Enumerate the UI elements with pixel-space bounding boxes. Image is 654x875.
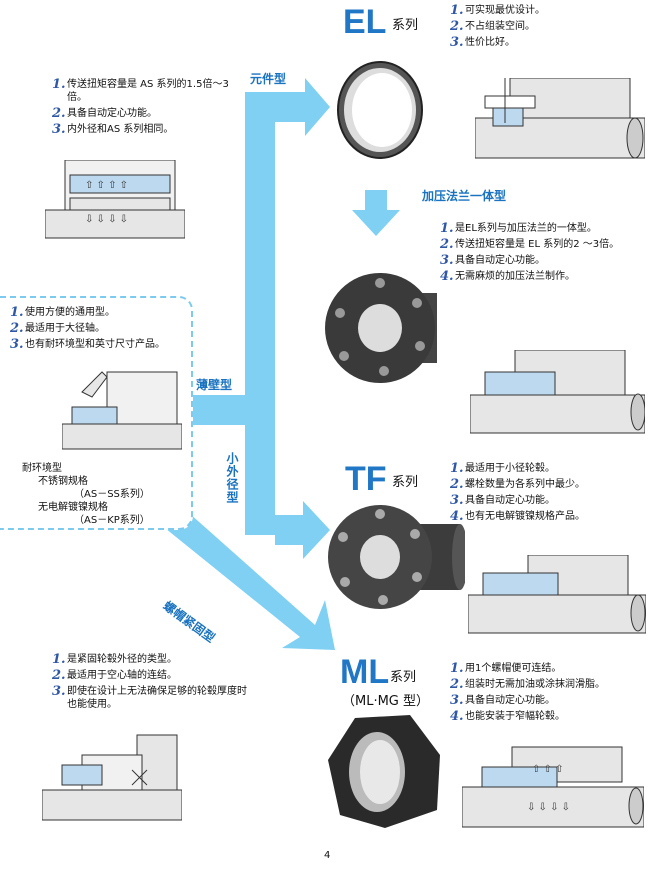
ml-section-drawing: ⇧ ⇧ ⇧ ⇩ ⇩ ⇩ ⇩ bbox=[462, 746, 644, 828]
ml-series-code: ML bbox=[340, 653, 390, 691]
flange-section-drawing bbox=[470, 350, 645, 434]
el-series-code: EL bbox=[343, 3, 387, 41]
list-item: 具备自动定心功能。 bbox=[465, 495, 555, 506]
list-item: 最适用于空心轴的连结。 bbox=[67, 670, 177, 681]
tf-product-image bbox=[328, 505, 465, 609]
ml-feature-list: 1.用1个螺帽便可连结。 2.组装时无需加油或涂抹润滑脂。 3.具备自动定心功能… bbox=[450, 662, 650, 726]
el-ring-image bbox=[337, 61, 423, 159]
list-item: 可实现最优设计。 bbox=[465, 5, 545, 16]
list-item: 无需麻烦的加压法兰制作。 bbox=[455, 271, 575, 282]
ml-series-subtitle: （ML·MG 型） bbox=[342, 694, 430, 709]
env-type-title: 耐环境型 bbox=[22, 463, 62, 474]
list-item: 组装时无需加油或涂抹润滑脂。 bbox=[465, 679, 605, 690]
list-item: 传送扭矩容量是 AS 系列的1.5倍～3倍。 bbox=[67, 79, 229, 103]
flange-feature-list: 1.是EL系列与加压法兰的一体型。 2.传送扭矩容量是 EL 系列的2 ～3倍。… bbox=[440, 222, 645, 286]
small-od-type-label: 小外径型 bbox=[225, 452, 239, 504]
svg-text:⇧ ⇧ ⇧ ⇧: ⇧ ⇧ ⇧ ⇧ bbox=[85, 180, 128, 191]
el-section-drawing bbox=[475, 78, 645, 159]
list-item: 最适用于大径轴。 bbox=[25, 323, 105, 334]
left-bottom-feature-list: 1.是紧固轮毂外径的类型。 2.最适用于空心轴的连结。 3.即使在设计上无法确保… bbox=[52, 653, 252, 714]
ml-series-suffix: 系列 bbox=[390, 670, 417, 685]
list-item: 不占组装空间。 bbox=[465, 21, 535, 32]
list-item: 传送扭矩容量是 EL 系列的2 ～3倍。 bbox=[455, 239, 620, 250]
env-line: 无电解镀镍规格 bbox=[38, 502, 108, 513]
thin-wall-type-label: 薄壁型 bbox=[196, 378, 233, 392]
tf-series-code: TF bbox=[345, 460, 387, 498]
list-item: 具备自动定心功能。 bbox=[455, 255, 545, 266]
list-item: 即使在设计上无法确保足够的轮毂厚度时也能使用。 bbox=[67, 686, 247, 710]
list-item: 具备自动定心功能。 bbox=[67, 108, 157, 119]
list-item: 用1个螺帽便可连结。 bbox=[465, 663, 562, 674]
general-feature-list: 1.使用方便的通用型。 2.最适用于大径轴。 3.也有耐环境型和英寸尺寸产品。 bbox=[10, 306, 185, 354]
svg-text:⇩ ⇩ ⇩ ⇩: ⇩ ⇩ ⇩ ⇩ bbox=[527, 802, 570, 813]
tf-section-drawing bbox=[468, 555, 646, 634]
ml-product-image bbox=[328, 715, 440, 828]
list-item: 最适用于小径轮毂。 bbox=[465, 463, 555, 474]
tf-series-suffix: 系列 bbox=[392, 475, 419, 490]
el-feature-list: 1.可实现最优设计。 2.不占组装空间。 3.性价比好。 bbox=[450, 4, 650, 52]
flange-type-label: 加压法兰一体型 bbox=[422, 189, 507, 203]
list-item: 是EL系列与加压法兰的一体型。 bbox=[455, 223, 597, 234]
general-section-drawing bbox=[62, 371, 182, 450]
list-item: 具备自动定心功能。 bbox=[465, 695, 555, 706]
env-line: （AS－KP系列） bbox=[74, 515, 150, 526]
list-item: 也有无电解镀镍规格产品。 bbox=[465, 511, 585, 522]
tf-feature-list: 1.最适用于小径轮毂。 2.螺栓数量为各系列中最少。 3.具备自动定心功能。 4… bbox=[450, 462, 650, 526]
list-item: 也能安装于窄幅轮毂。 bbox=[465, 711, 565, 722]
list-item: 是紧固轮毂外径的类型。 bbox=[67, 654, 177, 665]
list-item: 使用方便的通用型。 bbox=[25, 307, 115, 318]
component-type-label: 元件型 bbox=[250, 72, 287, 86]
el-series-suffix: 系列 bbox=[392, 18, 419, 33]
left-top-section-drawing: ⇧ ⇧ ⇧ ⇧ ⇩ ⇩ ⇩ ⇩ bbox=[45, 160, 185, 239]
left-top-feature-list: 1.传送扭矩容量是 AS 系列的1.5倍～3倍。 2.具备自动定心功能。 3.内… bbox=[52, 78, 242, 139]
svg-text:⇩ ⇩ ⇩ ⇩: ⇩ ⇩ ⇩ ⇩ bbox=[85, 214, 128, 225]
svg-text:⇧ ⇧ ⇧: ⇧ ⇧ ⇧ bbox=[532, 764, 564, 775]
page-number: 4 bbox=[324, 850, 331, 861]
list-item: 内外径和AS 系列相同。 bbox=[67, 124, 174, 135]
list-item: 螺栓数量为各系列中最少。 bbox=[465, 479, 585, 490]
env-line: 不锈钢规格 bbox=[38, 476, 88, 487]
left-bottom-section-drawing bbox=[42, 734, 182, 821]
flange-product-image bbox=[325, 273, 437, 383]
list-item: 性价比好。 bbox=[465, 37, 515, 48]
list-item: 也有耐环境型和英寸尺寸产品。 bbox=[25, 339, 165, 350]
env-line: （AS－SS系列） bbox=[74, 489, 150, 500]
